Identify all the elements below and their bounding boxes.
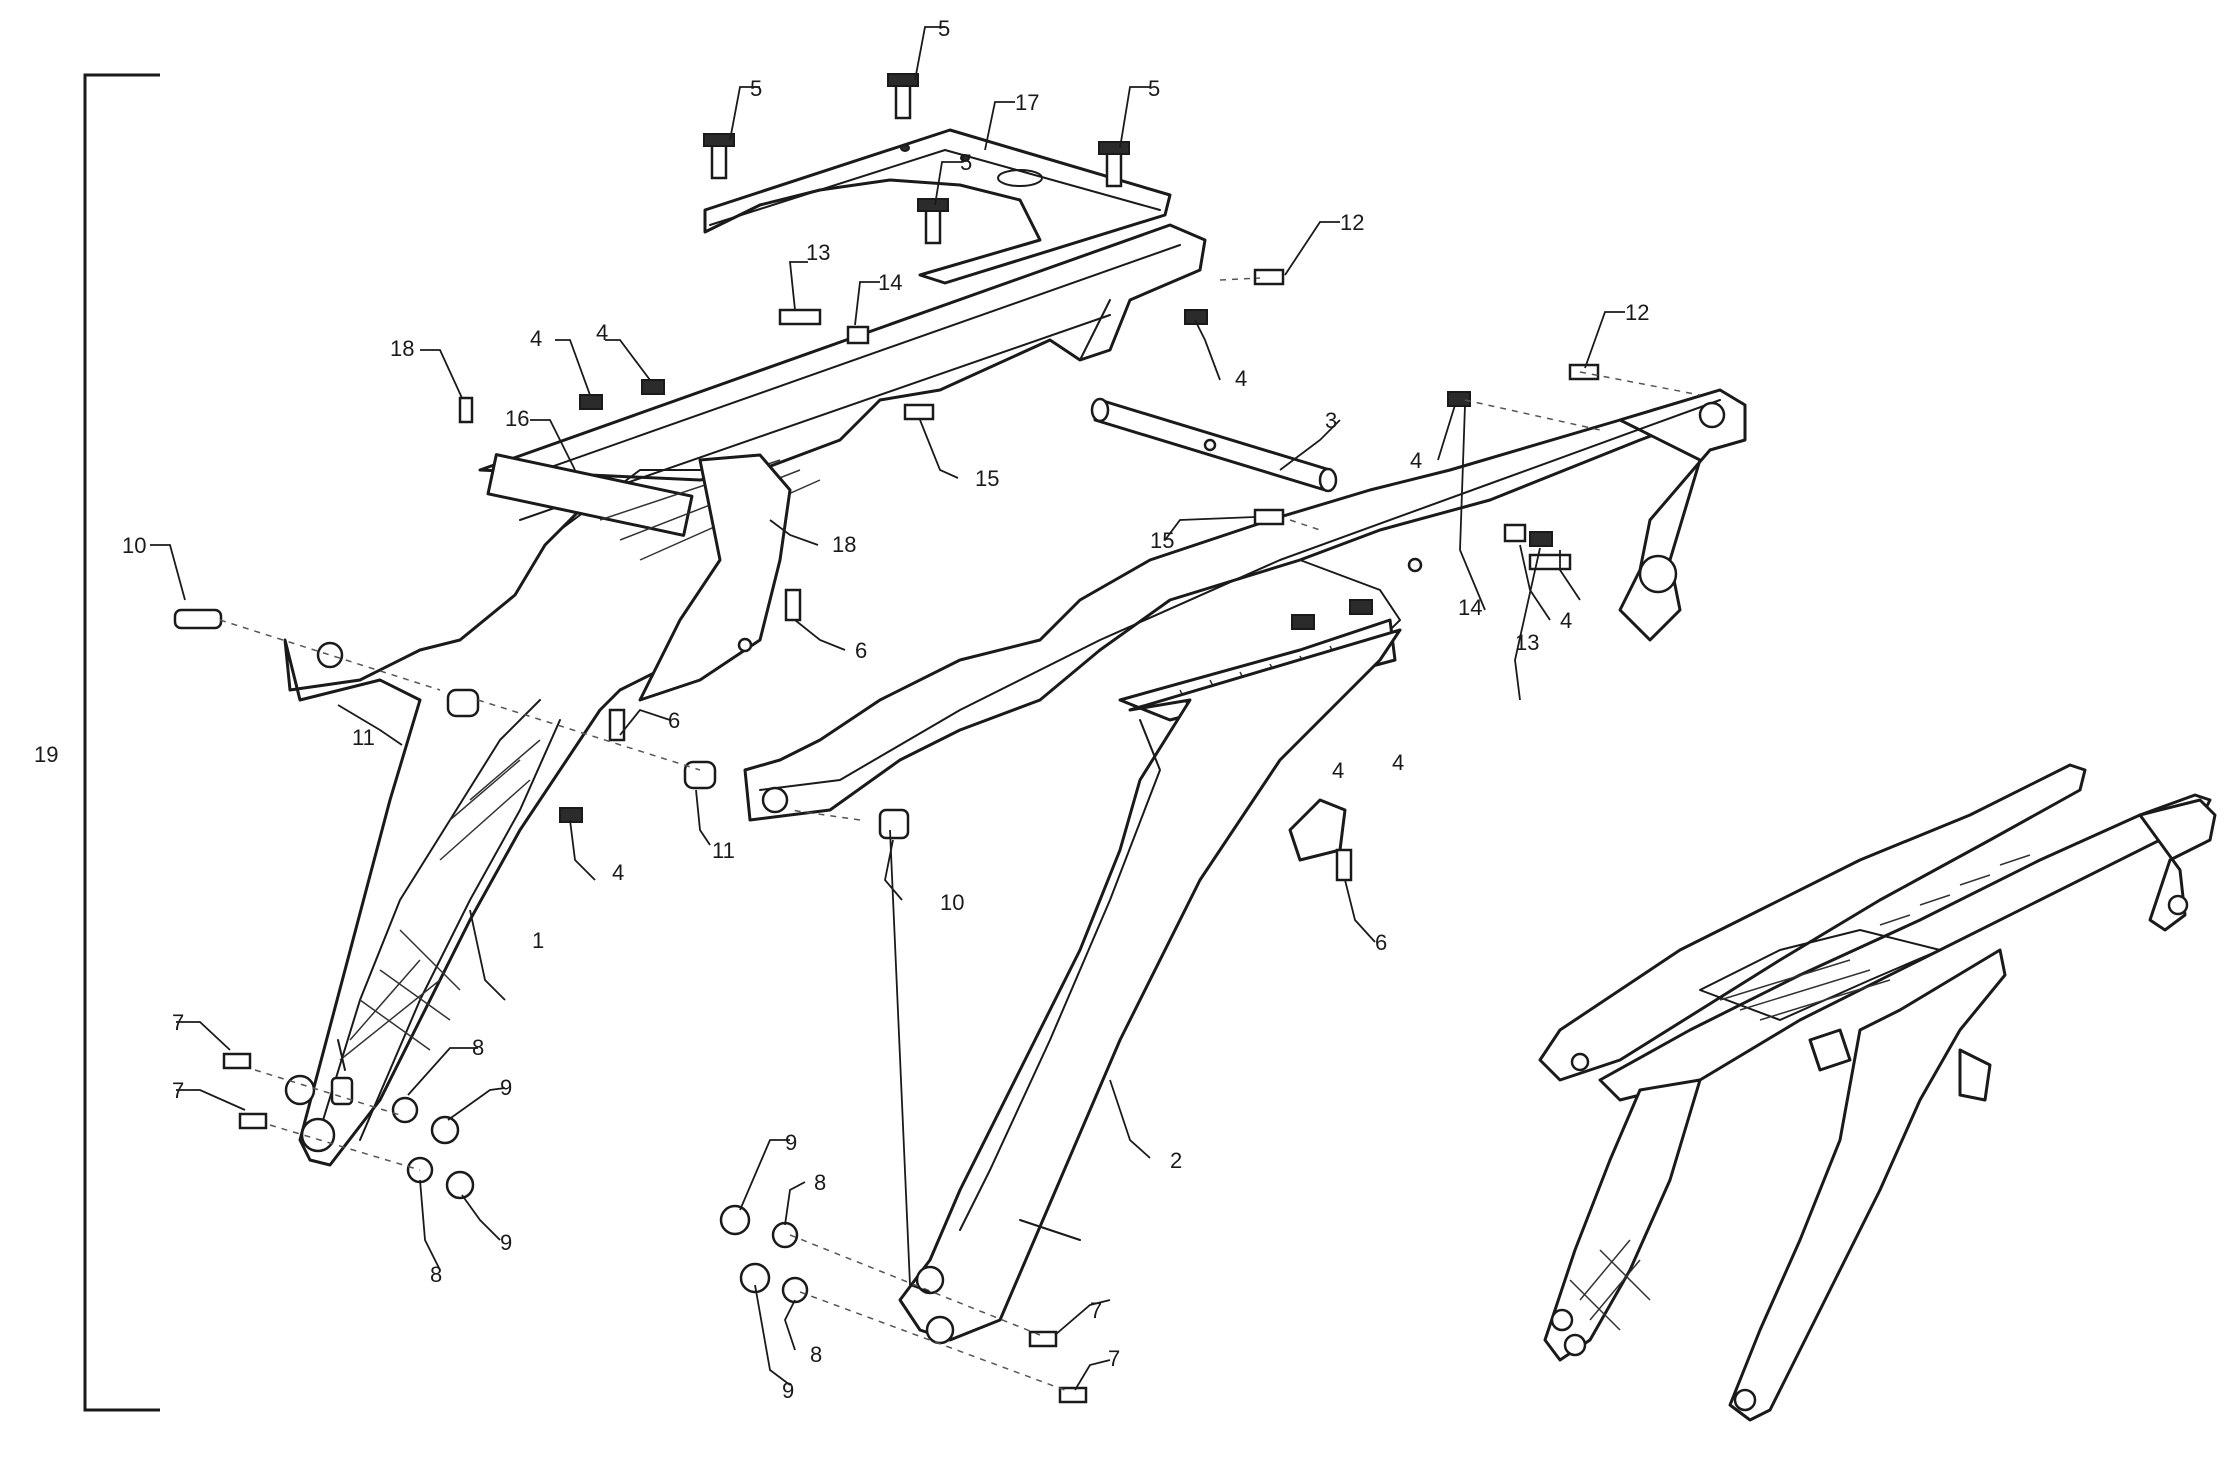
cross-tube-part-3 — [1090, 397, 1338, 493]
callout-19: 19 — [34, 742, 58, 767]
callout-4: 4 — [1560, 608, 1572, 633]
rear-frame-part-1 — [283, 223, 1207, 1167]
callout-8: 8 — [472, 1035, 484, 1060]
callout-5: 5 — [1148, 76, 1160, 101]
callout-15: 15 — [1150, 528, 1174, 553]
callout-8: 8 — [430, 1262, 442, 1287]
callout-11: 11 — [352, 725, 375, 750]
top-carrier-plate — [703, 128, 1172, 285]
callout-6: 6 — [855, 638, 867, 663]
callout-15: 15 — [975, 466, 999, 491]
callout-14: 14 — [878, 270, 902, 295]
callout-4: 4 — [1235, 366, 1247, 391]
callout-2: 2 — [1170, 1148, 1182, 1173]
callout-7: 7 — [172, 1010, 184, 1035]
callout-5: 5 — [938, 16, 950, 41]
callout-8: 8 — [810, 1342, 822, 1367]
callout-9: 9 — [500, 1075, 512, 1100]
callout-14: 14 — [1458, 595, 1482, 620]
leader-lines — [150, 26, 1625, 1391]
callout-11: 11 — [712, 838, 735, 863]
callout-4: 4 — [530, 326, 542, 351]
alignment-lines — [219, 277, 1701, 1393]
callout-16: 16 — [505, 406, 529, 431]
callout-18: 18 — [832, 532, 856, 557]
callout-4: 4 — [596, 320, 608, 345]
assembled-view-inset — [1538, 763, 2217, 1422]
callout-4: 4 — [1392, 750, 1404, 775]
callout-5: 5 — [750, 76, 762, 101]
callout-3: 3 — [1325, 408, 1337, 433]
callout-9: 9 — [500, 1230, 512, 1255]
callout-18: 18 — [390, 336, 414, 361]
callout-13: 13 — [1515, 630, 1539, 655]
callout-4: 4 — [612, 860, 624, 885]
callout-6: 6 — [1375, 930, 1387, 955]
bolts-part-5 — [703, 73, 1130, 245]
callout-10: 10 — [940, 890, 964, 915]
callout-6: 6 — [668, 708, 680, 733]
callout-7: 7 — [1108, 1346, 1120, 1371]
callout-4: 4 — [1332, 758, 1344, 783]
callout-10: 10 — [122, 533, 146, 558]
callout-8: 8 — [814, 1170, 826, 1195]
callout-5: 5 — [960, 150, 972, 175]
callout-12: 12 — [1625, 300, 1649, 325]
callout-17: 17 — [1015, 90, 1039, 115]
callout-9: 9 — [782, 1378, 794, 1403]
callout-7: 7 — [1090, 1298, 1102, 1323]
callout-13: 13 — [806, 240, 830, 265]
callout-7: 7 — [172, 1078, 184, 1103]
rear-frame-part-2 — [743, 388, 1747, 1345]
hardware-misc — [173, 268, 1600, 1404]
callout-1: 1 — [532, 928, 544, 953]
callout-9: 9 — [785, 1130, 797, 1155]
assembly-bracket: 19 — [34, 73, 160, 1412]
callout-4: 4 — [1410, 448, 1422, 473]
callout-labels: 5 5 5 5 17 12 12 13 13 14 14 18 18 4 4 4… — [122, 16, 1649, 1403]
callout-12: 12 — [1340, 210, 1364, 235]
